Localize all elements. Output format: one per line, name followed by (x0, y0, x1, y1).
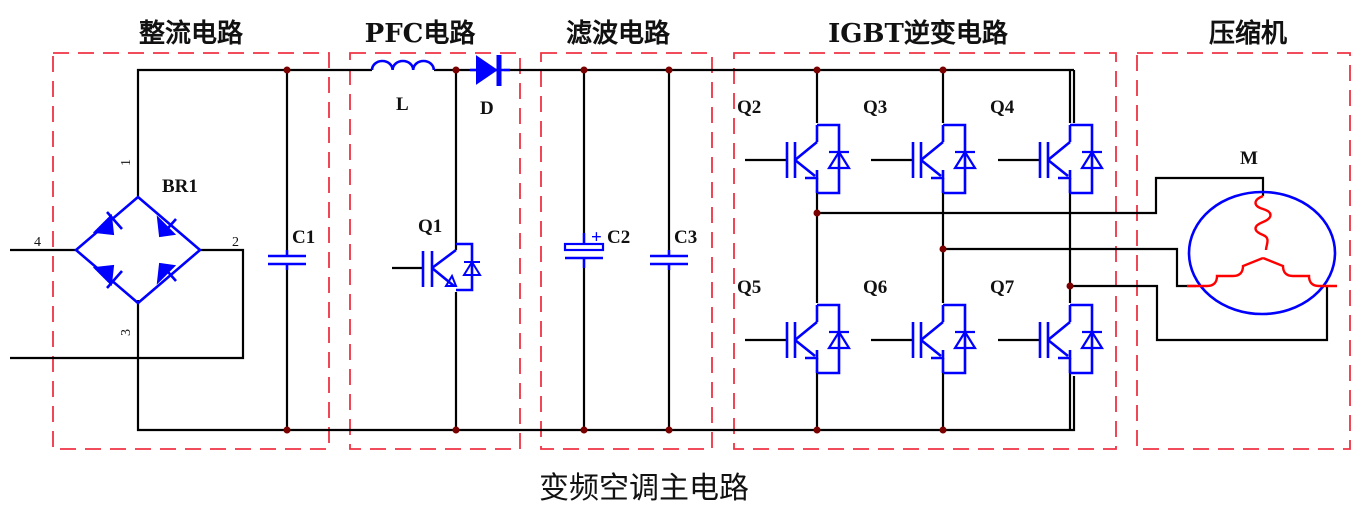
igbt-q5: Q5 (737, 277, 851, 375)
igbt-q7: Q7 (990, 277, 1104, 375)
bridge-pin-1: 1 (119, 159, 134, 166)
igbt-label: Q4 (990, 97, 1015, 118)
junction-dot (283, 66, 291, 74)
junction-dot (580, 426, 588, 434)
igbt-label: Q3 (863, 97, 887, 118)
section-title-inverter: IGBT逆变电路 (828, 18, 1009, 49)
igbt-q2: Q2 (737, 97, 851, 195)
igbt-label: Q6 (863, 277, 887, 298)
section-box-inverter (733, 52, 1117, 450)
junction-dot (1066, 282, 1074, 290)
junction-dot (452, 66, 460, 74)
section-box-compressor (1136, 52, 1351, 450)
section-title-pfc: PFC电路 (365, 18, 477, 49)
diode-icon (156, 215, 177, 238)
c2-label: C2 (607, 227, 630, 248)
junction-dot (813, 66, 821, 74)
igbt-label: Q2 (737, 97, 761, 118)
motor-label: M (1240, 148, 1258, 169)
c1-label: C1 (292, 227, 315, 248)
junction-dot (939, 426, 947, 434)
diagram-caption: 变频空调主电路 (539, 471, 749, 506)
bridge-rectifier-br1: BR1 1 2 3 4 (34, 159, 239, 336)
dc-negative-bus (136, 300, 1076, 432)
diode-icon (92, 264, 123, 289)
inductor-l: L (370, 59, 436, 115)
capacitor-c2: + C2 (563, 70, 630, 430)
junction-dot (813, 426, 821, 434)
bridge-pin-2: 2 (232, 235, 239, 250)
junction-dot (665, 426, 673, 434)
junction-dot (813, 209, 821, 217)
diode-icon (156, 262, 177, 285)
c2-polarity: + (591, 227, 602, 248)
igbt-q3: Q3 (863, 97, 977, 195)
junction-dot (665, 66, 673, 74)
section-title-filter: 滤波电路 (566, 18, 671, 49)
bridge-label: BR1 (162, 176, 198, 197)
q1-label: Q1 (418, 216, 442, 237)
igbt-label: Q5 (737, 277, 761, 298)
diode-icon (92, 211, 123, 236)
compressor-motor: M (1187, 148, 1337, 316)
junction-dot (939, 66, 947, 74)
motor-icon (1187, 190, 1337, 316)
diode-label: D (480, 98, 494, 119)
section-title-rectifier: 整流电路 (139, 18, 244, 49)
igbt-q6: Q6 (863, 277, 977, 375)
junctions (283, 66, 1074, 434)
c3-label: C3 (674, 227, 697, 248)
junction-dot (939, 245, 947, 253)
diode-d: D (470, 55, 510, 119)
phase-output-wires (817, 176, 1329, 342)
inductor-label: L (396, 94, 409, 115)
section-title-compressor: 压缩机 (1209, 18, 1287, 49)
section-box-filter (540, 52, 713, 450)
igbt-label: Q7 (990, 277, 1015, 298)
junction-dot (580, 66, 588, 74)
capacitor-c1: C1 (268, 70, 315, 430)
section-box-pfc (349, 52, 521, 450)
bridge-pin-4: 4 (34, 235, 41, 250)
section-box-rectifier (52, 52, 330, 450)
junction-dot (452, 426, 460, 434)
bridge-pin-3: 3 (119, 329, 134, 336)
igbt-q1: Q1 (392, 70, 482, 430)
ac-input-wires (10, 248, 245, 360)
junction-dot (283, 426, 291, 434)
capacitor-c3: C3 (650, 70, 697, 430)
igbt-q4: Q4 (990, 97, 1104, 195)
